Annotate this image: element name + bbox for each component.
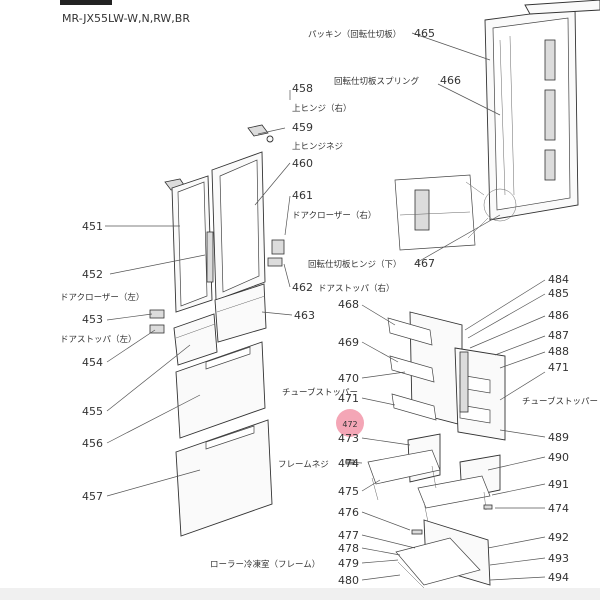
right-door-main-illustration <box>211 151 266 301</box>
part-number-451: 451 <box>82 220 103 233</box>
part-label-462: ドアストッパ（右） <box>318 283 395 294</box>
part-number-474-right: 474 <box>548 502 569 515</box>
part-number-460: 460 <box>292 157 313 170</box>
part-label-454: ドアストッパ（左） <box>60 334 137 345</box>
part-number-455: 455 <box>82 405 103 418</box>
door-closer-left-illustration <box>149 309 165 334</box>
freezer-frames-illustration <box>345 433 501 523</box>
part-number-468: 468 <box>338 298 359 311</box>
part-number-477: 477 <box>338 529 359 542</box>
bottom-drawer-illustration <box>175 419 273 537</box>
part-label-458: 上ヒンジ（右） <box>292 103 352 114</box>
part-label-466: 回転仕切板スプリング <box>334 76 420 87</box>
part-number-454: 454 <box>82 356 103 369</box>
highlight-number: 472 <box>342 420 357 429</box>
part-number-479: 479 <box>338 557 359 570</box>
part-number-457: 457 <box>82 490 103 503</box>
part-number-480: 480 <box>338 574 359 587</box>
part-number-465: 465 <box>414 27 435 40</box>
part-number-459: 459 <box>292 121 313 134</box>
part-number-473: 473 <box>338 432 359 445</box>
part-label-471-right: チューブストッパー <box>522 396 598 407</box>
part-number-458: 458 <box>292 82 313 95</box>
part-number-490: 490 <box>548 451 569 464</box>
part-number-489: 489 <box>548 431 569 444</box>
upper-small-drawers-illustration <box>173 283 267 366</box>
part-number-476: 476 <box>338 506 359 519</box>
highlight-marker-472[interactable] <box>336 409 364 437</box>
left-door-illustration <box>171 175 214 313</box>
part-number-463: 463 <box>294 309 315 322</box>
door-closer-right-illustration <box>267 239 285 267</box>
freezer-tray-illustration <box>395 519 491 591</box>
part-number-452: 452 <box>82 268 103 281</box>
part-number-486: 486 <box>548 309 569 322</box>
part-label-467: 回転仕切板ヒンジ（下） <box>308 259 402 270</box>
part-number-471-left: 471 <box>338 392 359 405</box>
model-number: MR-JX55LW-W,N,RW,BR <box>62 12 190 25</box>
part-number-488: 488 <box>548 345 569 358</box>
part-number-493: 493 <box>548 552 569 565</box>
part-number-487: 487 <box>548 329 569 342</box>
door-pocket-panel-illustration <box>387 311 506 441</box>
right-door-illustration <box>484 0 600 221</box>
part-label-453: ドアクローザー（左） <box>60 292 144 303</box>
part-number-475: 475 <box>338 485 359 498</box>
part-number-461: 461 <box>292 189 313 202</box>
footer-band <box>0 588 600 600</box>
part-number-474-left: 474 <box>338 457 359 470</box>
callout-labels: 451 452 ドアクローザー（左） 453 ドアストッパ（左） 454 455… <box>60 27 598 587</box>
middle-drawer-illustration <box>175 341 266 439</box>
part-label-465: パッキン（回転仕切板） <box>308 29 401 40</box>
part-number-453: 453 <box>82 313 103 326</box>
part-number-470: 470 <box>338 372 359 385</box>
part-number-469: 469 <box>338 336 359 349</box>
part-label-474-left: フレームネジ <box>278 460 329 470</box>
part-number-485: 485 <box>548 287 569 300</box>
part-number-466: 466 <box>440 74 461 87</box>
part-number-484: 484 <box>548 273 569 286</box>
hinge-detail-illustration <box>394 174 517 251</box>
part-number-491: 491 <box>548 478 569 491</box>
part-label-479: ローラー冷凍室（フレーム） <box>210 559 320 570</box>
part-label-471-left: チューブストッパー <box>282 387 358 398</box>
part-number-494: 494 <box>548 571 569 584</box>
part-number-467: 467 <box>414 257 435 270</box>
header-cut-text <box>60 0 112 5</box>
part-label-461: ドアクローザー（右） <box>292 210 376 221</box>
part-number-456: 456 <box>82 437 103 450</box>
part-number-462: 462 <box>292 281 313 294</box>
part-number-492: 492 <box>548 531 569 544</box>
part-label-459: 上ヒンジネジ <box>292 142 343 152</box>
leader-lines <box>105 32 546 581</box>
part-number-471-right: 471 <box>548 361 569 374</box>
part-number-478: 478 <box>338 542 359 555</box>
